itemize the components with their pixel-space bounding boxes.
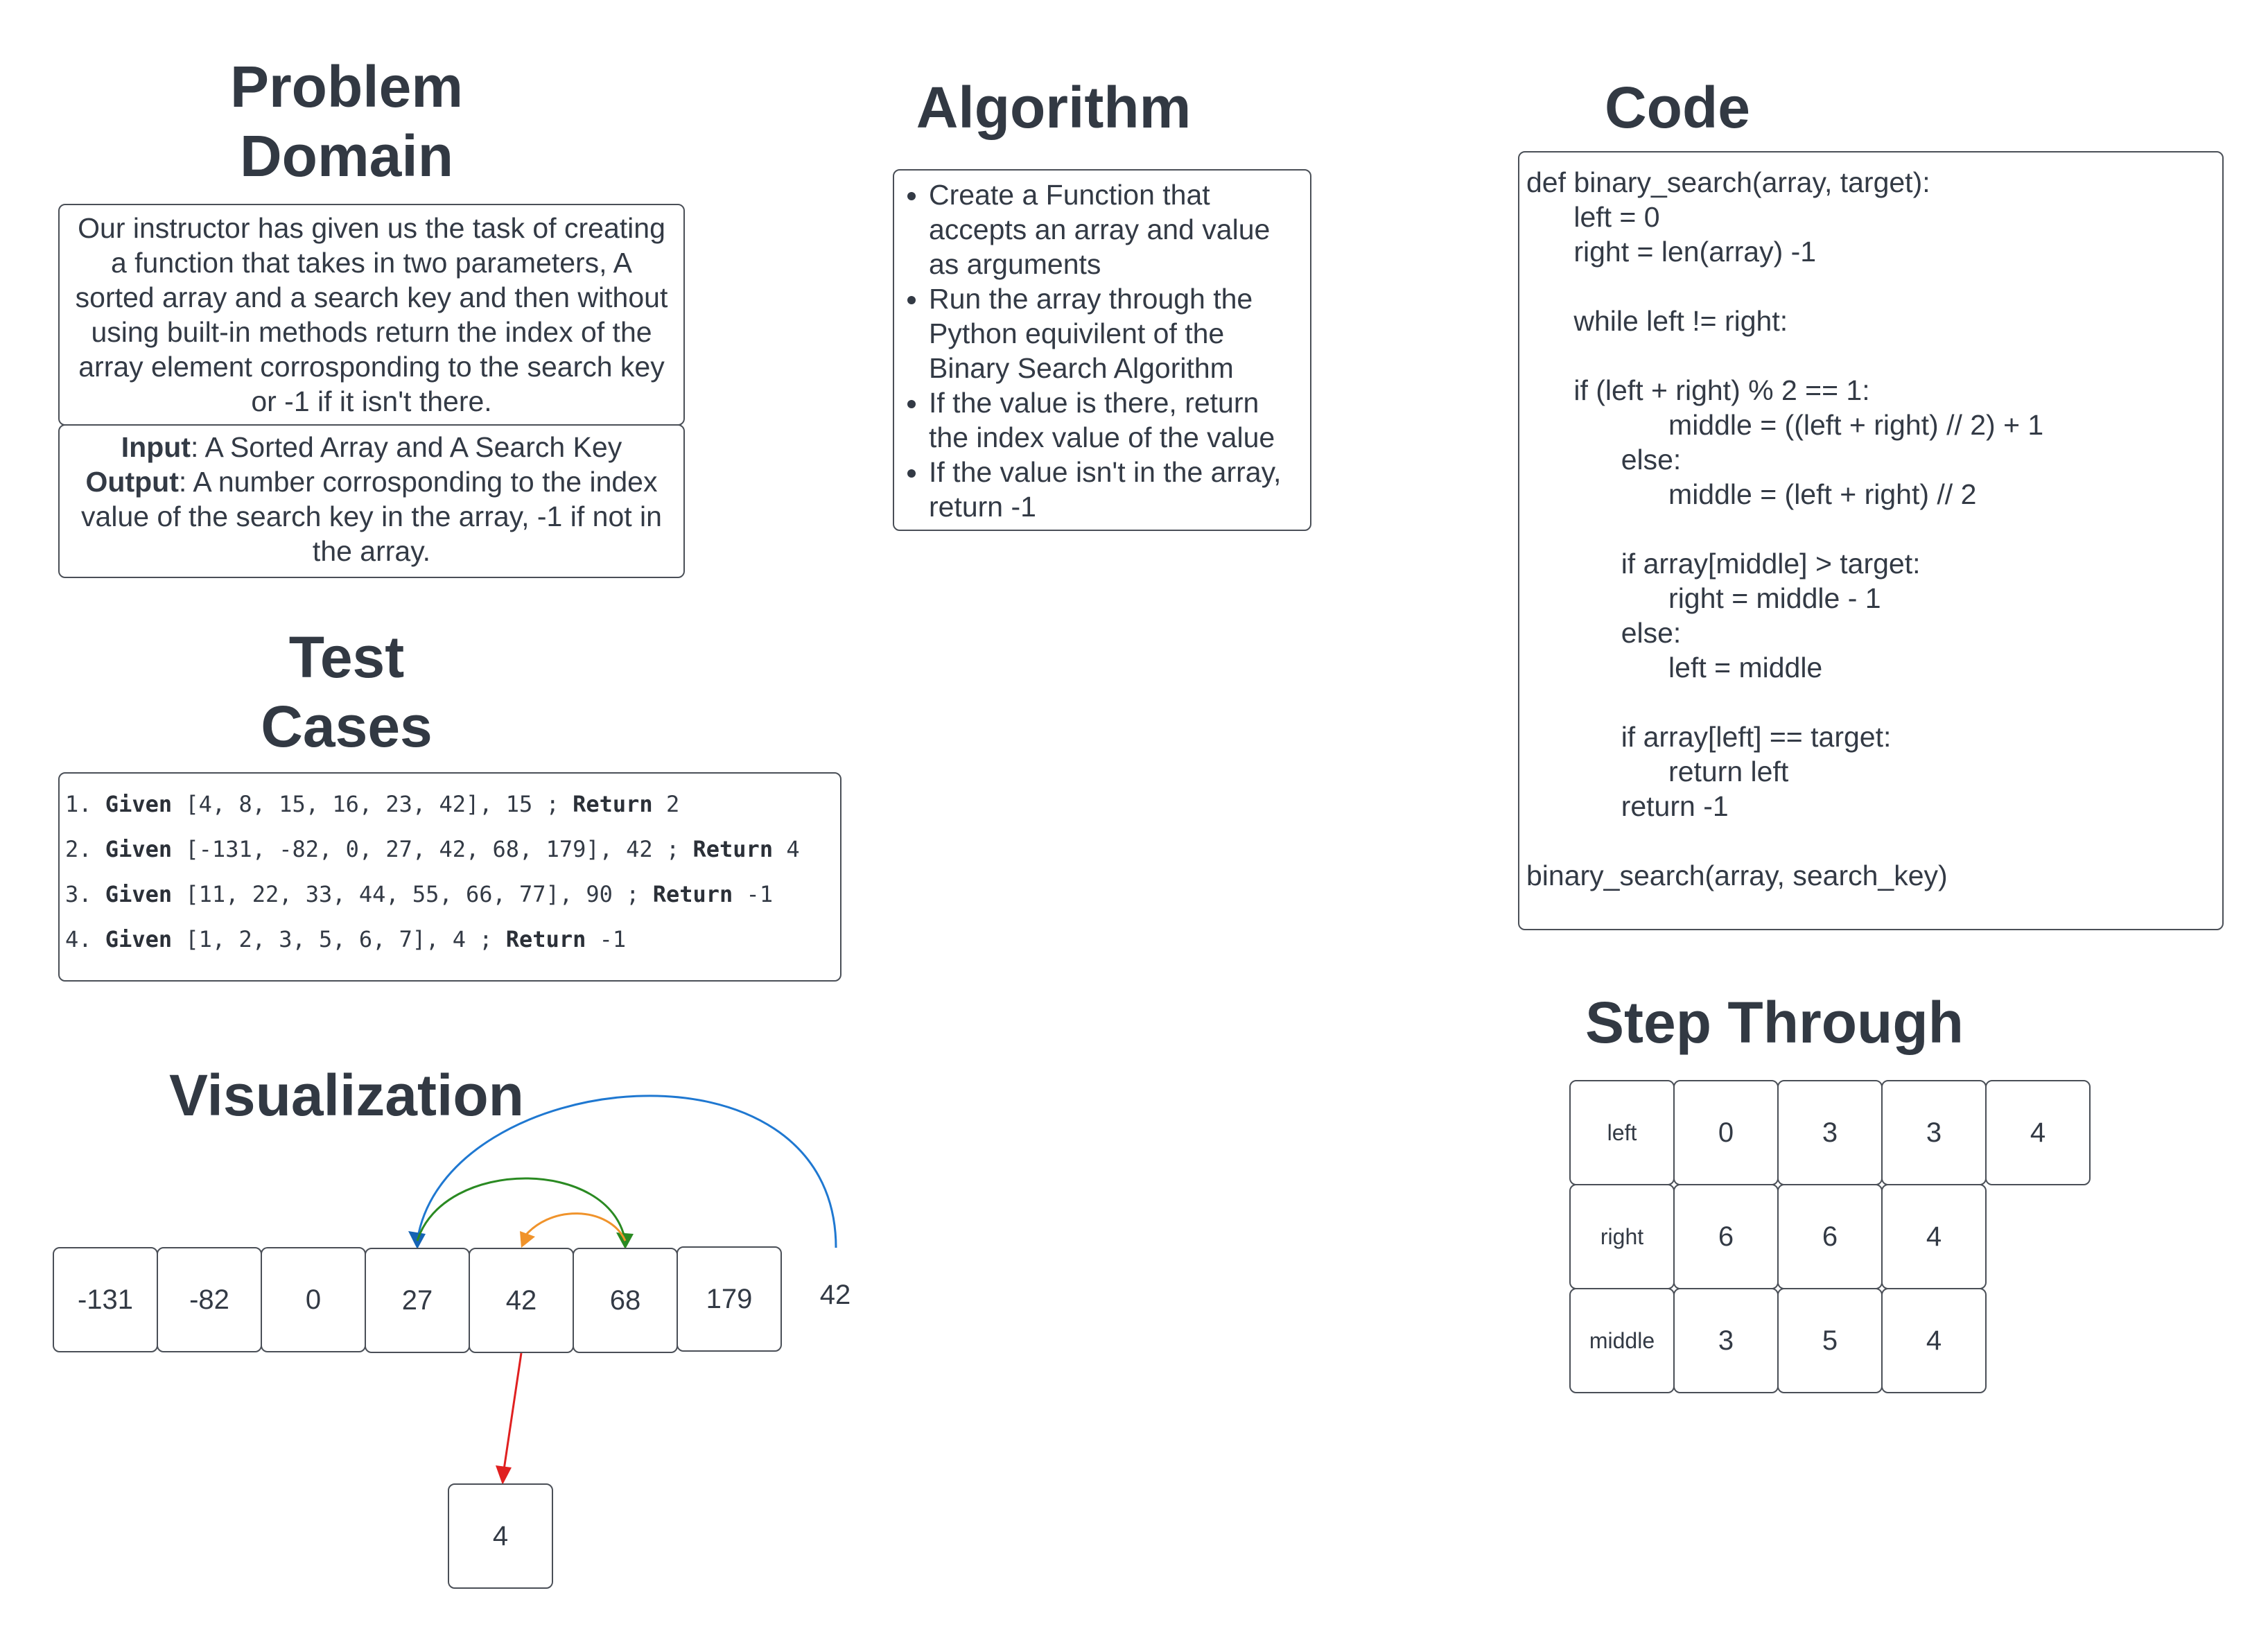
return-keyword: Return bbox=[652, 881, 733, 907]
step-through-heading: Step Through bbox=[1585, 990, 1964, 1055]
step-value: 3 bbox=[1673, 1288, 1779, 1393]
test-case-args: [1, 2, 3, 5, 6, 7], 4 ; bbox=[172, 926, 506, 952]
code-line: else: bbox=[1526, 444, 1682, 476]
code-heading: Code bbox=[1605, 75, 1750, 140]
red-arrow bbox=[503, 1352, 523, 1470]
step-value: 3 bbox=[1881, 1080, 1987, 1185]
test-cases-box: 1. Given [4, 8, 15, 16, 23, 42], 15 ; Re… bbox=[58, 772, 841, 982]
test-case: 1. Given [4, 8, 15, 16, 23, 42], 15 ; Re… bbox=[65, 782, 835, 827]
step-row-label: middle bbox=[1569, 1288, 1675, 1393]
green-arc-arrow bbox=[416, 1177, 627, 1241]
array-cell: 42 bbox=[469, 1248, 574, 1353]
test-case-result: -1 bbox=[733, 881, 774, 907]
output-label: Output bbox=[85, 466, 179, 498]
problem-domain-heading-line1: Problem bbox=[229, 54, 464, 119]
code-line: binary_search(array, search_key) bbox=[1526, 860, 1948, 891]
step-value: 4 bbox=[1985, 1080, 2091, 1185]
array-cell: 68 bbox=[573, 1248, 678, 1353]
input-output-box: Input: A Sorted Array and A Search Key O… bbox=[58, 424, 685, 578]
step-value: 6 bbox=[1777, 1184, 1883, 1289]
array-cell: 27 bbox=[365, 1248, 470, 1353]
orange-arrowhead bbox=[520, 1231, 535, 1248]
given-keyword: Given bbox=[105, 836, 173, 862]
output-text: : A number corrosponding to the index va… bbox=[81, 466, 662, 567]
input-text: : A Sorted Array and A Search Key bbox=[190, 431, 622, 463]
given-keyword: Given bbox=[105, 791, 173, 817]
step-value: 4 bbox=[1881, 1184, 1987, 1289]
algorithm-box: Create a Function that accepts an array … bbox=[893, 169, 1311, 531]
algorithm-step: If the value isn't in the array, return … bbox=[929, 455, 1302, 524]
return-keyword: Return bbox=[573, 791, 653, 817]
step-value: 5 bbox=[1777, 1288, 1883, 1393]
code-line: left = 0 bbox=[1526, 201, 1660, 233]
code-line: return -1 bbox=[1526, 790, 1729, 822]
problem-description: Our instructor has given us the task of … bbox=[75, 212, 668, 417]
test-case-number: 3. bbox=[65, 881, 105, 907]
code-line: middle = (left + right) // 2 bbox=[1526, 478, 1977, 510]
test-case-args: [4, 8, 15, 16, 23, 42], 15 ; bbox=[172, 791, 573, 817]
step-value: 0 bbox=[1673, 1080, 1779, 1185]
problem-domain-heading-line2: Domain bbox=[239, 123, 454, 189]
test-case-number: 1. bbox=[65, 791, 105, 817]
algorithm-step: Run the array through the Python equivil… bbox=[929, 281, 1302, 385]
visualization-heading: Visualization bbox=[169, 1063, 524, 1128]
input-label: Input bbox=[121, 431, 191, 463]
given-keyword: Given bbox=[105, 926, 173, 952]
code-box: def binary_search(array, target): left =… bbox=[1518, 151, 2224, 930]
code-line: def binary_search(array, target): bbox=[1526, 166, 1930, 198]
array-cell: 0 bbox=[261, 1247, 366, 1352]
test-case: 4. Given [1, 2, 3, 5, 6, 7], 4 ; Return … bbox=[65, 917, 835, 962]
code-line: if array[middle] > target: bbox=[1526, 548, 1921, 580]
test-case: 3. Given [11, 22, 33, 44, 55, 66, 77], 9… bbox=[65, 872, 835, 917]
code-line: middle = ((left + right) // 2) + 1 bbox=[1526, 409, 2044, 441]
red-arrowhead bbox=[496, 1465, 512, 1485]
search-target: 42 bbox=[819, 1280, 851, 1310]
test-case-result: 4 bbox=[773, 836, 800, 862]
return-keyword: Return bbox=[505, 926, 586, 952]
given-keyword: Given bbox=[105, 881, 173, 907]
array-cell: -131 bbox=[53, 1247, 158, 1352]
test-case-args: [-131, -82, 0, 27, 42, 68, 179], 42 ; bbox=[172, 836, 693, 862]
test-case-number: 2. bbox=[65, 836, 105, 862]
test-cases-heading-line1: Test bbox=[288, 625, 405, 690]
test-case-result: -1 bbox=[586, 926, 627, 952]
result-cell: 4 bbox=[448, 1483, 553, 1589]
code-line: if array[left] == target: bbox=[1526, 721, 1892, 753]
algorithm-step: If the value is there, return the index … bbox=[929, 385, 1302, 455]
code-line: return left bbox=[1526, 756, 1789, 787]
array-cell: 179 bbox=[677, 1246, 782, 1352]
blue-arc-arrow bbox=[416, 1095, 837, 1248]
test-case-result: 2 bbox=[652, 791, 680, 817]
algorithm-list: Create a Function that accepts an array … bbox=[894, 177, 1302, 524]
test-cases-heading: Test Cases bbox=[173, 622, 520, 761]
array-cell: -82 bbox=[157, 1247, 262, 1352]
code-line: while left != right: bbox=[1526, 305, 1788, 337]
test-case: 2. Given [-131, -82, 0, 27, 42, 68, 179]… bbox=[65, 827, 835, 872]
code-line: right = len(array) -1 bbox=[1526, 236, 1817, 268]
test-case-args: [11, 22, 33, 44, 55, 66, 77], 90 ; bbox=[172, 881, 653, 907]
step-row-label: left bbox=[1569, 1080, 1675, 1185]
code-line: right = middle - 1 bbox=[1526, 582, 1881, 614]
step-value: 4 bbox=[1881, 1288, 1987, 1393]
test-case-number: 4. bbox=[65, 926, 105, 952]
input-output-text: Input: A Sorted Array and A Search Key O… bbox=[69, 430, 674, 568]
problem-description-box: Our instructor has given us the task of … bbox=[58, 204, 685, 426]
code-line: else: bbox=[1526, 617, 1682, 649]
test-cases-heading-line2: Cases bbox=[261, 694, 433, 759]
algorithm-heading: Algorithm bbox=[916, 75, 1192, 140]
step-value: 6 bbox=[1673, 1184, 1779, 1289]
step-value: 3 bbox=[1777, 1080, 1883, 1185]
problem-domain-heading: Problem Domain bbox=[139, 52, 555, 191]
return-keyword: Return bbox=[692, 836, 774, 862]
orange-arc-arrow bbox=[520, 1212, 627, 1241]
step-row-label: right bbox=[1569, 1184, 1675, 1289]
algorithm-step: Create a Function that accepts an array … bbox=[929, 177, 1302, 281]
code-line: if (left + right) % 2 == 1: bbox=[1526, 374, 1870, 406]
code-line: left = middle bbox=[1526, 652, 1823, 683]
